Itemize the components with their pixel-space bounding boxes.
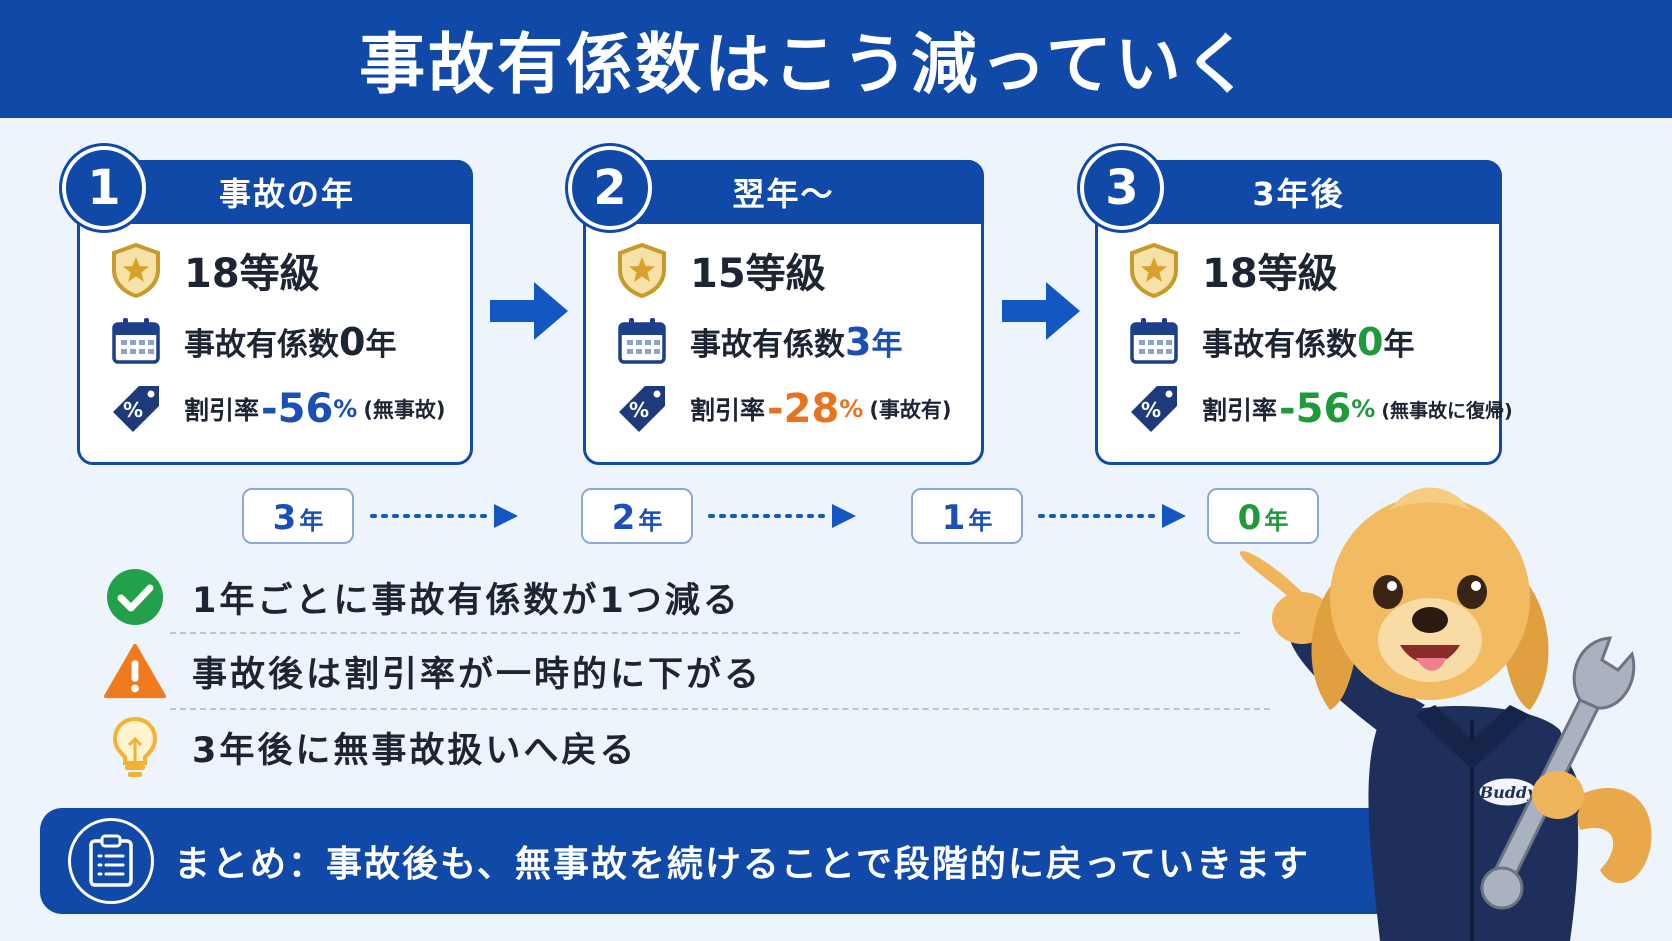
- percent-tag-icon: %: [108, 381, 164, 437]
- rate-value: -28: [767, 386, 840, 432]
- step-number-2: 2: [568, 146, 652, 230]
- rate-value: -56: [261, 386, 334, 432]
- rate-unit: %: [1351, 395, 1376, 423]
- dotted-arrow-icon: [708, 504, 856, 528]
- years-label: 事故有係数: [184, 326, 339, 363]
- dotted-arrow-icon: [370, 504, 518, 528]
- grade-text: 18等級: [1202, 251, 1338, 297]
- years-value: 3: [845, 319, 872, 364]
- grade-text: 15等級: [690, 251, 826, 297]
- calendar-icon: [108, 313, 164, 369]
- grade-text: 18等級: [184, 251, 320, 297]
- point-item: 1年ごとに事故有係数が1つ減る: [104, 566, 741, 628]
- years-unit: 年: [365, 326, 397, 363]
- step-card-2: 翌年～ 15等級 事故有係数3年 % 割引率 -28 % (事故有): [583, 160, 984, 465]
- step-number-1: 1: [62, 146, 146, 230]
- timeline-unit: 年: [1264, 507, 1289, 535]
- divider: [170, 632, 1240, 634]
- point-item: 事故後は割引率が一時的に下がる: [104, 640, 762, 702]
- rate-unit: %: [333, 395, 358, 423]
- rate-note: (無事故): [363, 398, 446, 422]
- rate-label: 割引率: [690, 396, 766, 425]
- step-number-3: 3: [1080, 146, 1164, 230]
- step-heading: 事故の年: [218, 175, 355, 213]
- svg-text:%: %: [629, 398, 649, 422]
- rate-label: 割引率: [184, 396, 260, 425]
- timeline-unit: 年: [968, 507, 993, 535]
- step-heading: 3年後: [1252, 175, 1345, 213]
- header-bar: 事故有係数はこう減っていく: [0, 0, 1672, 118]
- summary-banner: まとめ：事故後も、無事故を続けることで段階的に戻っていきます: [40, 808, 1400, 914]
- name-patch-text: Buddy: [1479, 783, 1539, 802]
- years-unit: 年: [1383, 326, 1415, 363]
- svg-text:%: %: [123, 398, 143, 422]
- rate-note: (無事故に復帰): [1381, 399, 1513, 422]
- step-arrow-right-icon: [1002, 282, 1080, 340]
- shield-star-icon: [614, 242, 670, 298]
- timeline-value: 2: [611, 498, 636, 538]
- years-value: 0: [339, 319, 366, 364]
- lightbulb-icon: [104, 716, 166, 778]
- shield-star-icon: [108, 242, 164, 298]
- clipboard-icon: [68, 818, 154, 904]
- check-circle-icon: [104, 566, 166, 628]
- timeline-unit: 年: [299, 507, 324, 535]
- years-unit: 年: [871, 326, 903, 363]
- shield-star-icon: [1126, 242, 1182, 298]
- years-label: 事故有係数: [690, 326, 845, 363]
- percent-tag-icon: %: [1126, 381, 1182, 437]
- divider: [170, 708, 1270, 710]
- calendar-icon: [1126, 313, 1182, 369]
- years-value: 0: [1357, 319, 1384, 364]
- percent-tag-icon: %: [614, 381, 670, 437]
- rate-label: 割引率: [1202, 396, 1278, 425]
- dog-mechanic-mascot: Buddy: [1240, 487, 1652, 941]
- timeline-unit: 年: [638, 507, 663, 535]
- calendar-icon: [614, 313, 670, 369]
- timeline-value: 0: [1237, 498, 1262, 538]
- step-card-3: 3年後 18等級 事故有係数0年 % 割引率 -56 % (無事故に復帰): [1095, 160, 1513, 465]
- point-text: 1年ごとに事故有係数が1つ減る: [192, 580, 741, 621]
- rate-value: -56: [1279, 386, 1352, 432]
- warning-triangle-icon: [104, 640, 166, 702]
- dotted-arrow-icon: [1038, 504, 1186, 528]
- svg-text:%: %: [1141, 398, 1161, 422]
- step-arrow-right-icon: [490, 282, 568, 340]
- summary-text: まとめ：事故後も、無事故を続けることで段階的に戻っていきます: [174, 844, 1311, 885]
- rate-unit: %: [839, 395, 864, 423]
- page-title: 事故有係数はこう減っていく: [359, 26, 1253, 103]
- timeline-value: 3: [272, 498, 297, 538]
- years-label: 事故有係数: [1202, 326, 1357, 363]
- point-item: 3年後に無事故扱いへ戻る: [104, 716, 637, 778]
- rate-note: (事故有): [869, 398, 952, 422]
- step-heading: 翌年～: [732, 175, 835, 213]
- step-card-header: 翌年～: [583, 160, 984, 224]
- point-text: 事故後は割引率が一時的に下がる: [192, 654, 763, 695]
- step-card-1: 事故の年 18等級 事故有係数0年 % 割引率 -56 % (無事故): [77, 160, 473, 465]
- timeline-value: 1: [941, 498, 966, 538]
- point-text: 3年後に無事故扱いへ戻る: [192, 730, 638, 771]
